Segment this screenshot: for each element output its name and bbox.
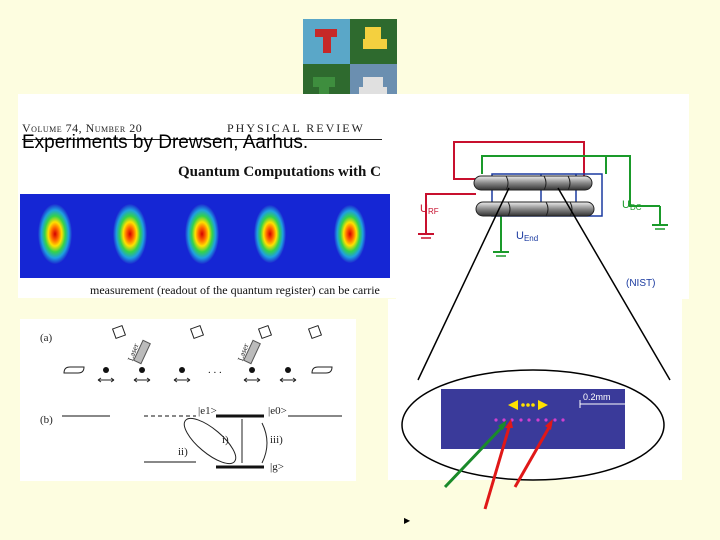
ion-chain-image [441,389,625,449]
paper-volume: Volume 74, Number 20 [22,121,143,135]
ion-fluorescence-image [20,194,390,278]
next-slide-arrow[interactable]: ▶ [404,516,411,525]
state-e0: |e0> [268,405,287,417]
ion-selector-arrow [508,400,548,410]
electrode-rod-bottom [475,201,595,217]
slide-title: Experiments by Drewsen, Aarhus. [22,132,309,153]
paper-rule [22,139,382,140]
scale-bar-label: 0.2mm [583,392,611,402]
paper-caption: measurement (readout of the quantum regi… [90,283,380,297]
step-i: i) [222,434,229,446]
ion-4 [254,205,286,263]
ion-trap-diagram: URF UDC UEnd (NIST) [396,94,689,299]
state-g: |g> [270,461,284,473]
nist-credit: (NIST) [626,278,655,289]
panel-a-label: (a) [40,332,53,344]
quantum-gate-scheme: (a) (b) Laser Laser . . . |e1> |e0> [20,319,356,481]
u-end-label: UEnd [516,230,538,243]
ion-1 [38,204,72,264]
zoom-ellipse [401,369,665,481]
ion-5 [334,205,366,263]
ion-3 [185,204,219,264]
paper-header: Volume 74, Number 20 PHYSICAL REVIEW [22,118,382,140]
step-iii: iii) [270,434,283,446]
panel-b-label: (b) [40,414,53,426]
u-dc-label: UDC [622,199,642,212]
state-e1: |e1> [198,405,217,417]
paper-title: Quantum Computations with C [178,164,381,180]
electrode-rod-top [473,175,593,191]
u-rf-label: URF [420,203,439,216]
step-ii: ii) [178,446,188,458]
paper-journal: PHYSICAL REVIEW [227,121,365,135]
ion-ellipsis: . . . [208,364,222,376]
lego-logo [303,19,397,110]
ion-2 [113,204,147,264]
